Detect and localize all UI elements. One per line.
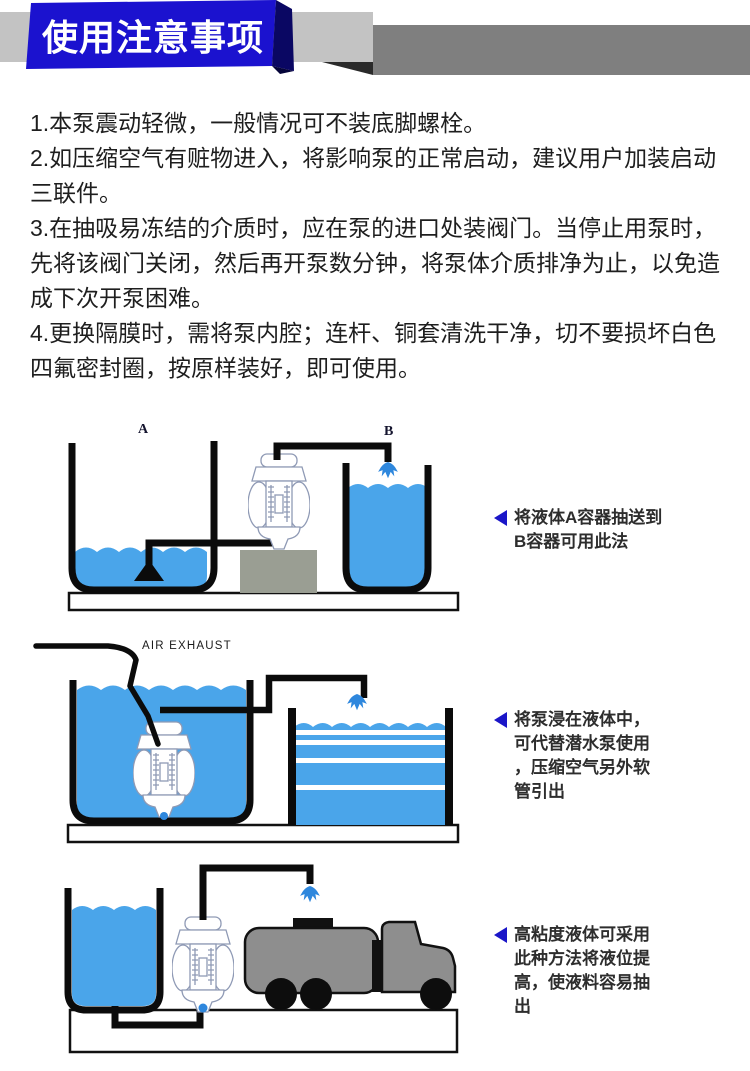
tank-b-water <box>348 484 428 588</box>
tank-a-label: A <box>138 422 149 437</box>
air-exhaust-label: AIR EXHAUST <box>142 640 232 652</box>
pump-icon <box>248 453 310 550</box>
suction-pipe <box>145 539 274 566</box>
tank-a <box>68 441 218 594</box>
tanker-truck <box>243 918 457 1010</box>
tank-a-water <box>75 547 207 589</box>
usage-notes: 1.本泵震动轻微，一般情况可不装底脚螺栓。 2.如压缩空气有赃物进入，将影响泵的… <box>30 106 732 386</box>
truck-hatch <box>293 918 333 928</box>
title-banner-fold <box>272 0 294 71</box>
tank-b-label: B <box>384 424 393 439</box>
note-item-4: 4.更换隔膜时，需将泵内腔；连杆、铜套清洗干净，切不要损坏白色四氟密封圈，按原样… <box>30 320 717 381</box>
truck-wheel <box>265 978 297 1010</box>
pump-icon <box>172 916 234 1013</box>
air-exhaust-hose <box>33 643 161 747</box>
suction-pipe <box>111 1003 204 1029</box>
caption-text: 高粘度液体可采用此种方法将液位提高，使液料容易抽出 <box>514 925 650 1016</box>
note-item-1: 1.本泵震动轻微，一般情况可不装底脚螺栓。 <box>30 110 487 136</box>
title-banner-fold-tip <box>272 66 294 74</box>
diagram-tanker-truck <box>64 864 459 1054</box>
note-item-2: 2.如压缩空气有赃物进入，将影响泵的正常启动，建议用户加装启动三联件。 <box>30 145 717 206</box>
title-banner <box>26 0 276 69</box>
base-platform <box>67 591 460 612</box>
supply-tank-water <box>72 906 156 1006</box>
caption-3: 高粘度液体可采用此种方法将液位提高，使液料容易抽出 <box>494 923 666 1019</box>
page-title: 使用注意事项 <box>41 17 264 58</box>
pump-inlet-ball <box>198 1003 208 1013</box>
supply-tank <box>64 888 164 1014</box>
header-ribbon <box>0 0 750 75</box>
caption-arrow-icon <box>494 510 507 526</box>
caption-1: 将液体A容器抽送到B容器可用此法 <box>494 506 666 554</box>
splash-icon <box>300 886 320 903</box>
pump-inlet-ball <box>160 812 168 820</box>
discharge-pipe <box>273 442 392 462</box>
discharge-pipe <box>160 674 368 714</box>
caption-arrow-icon <box>494 927 507 943</box>
receiving-tank-ripples <box>294 730 446 790</box>
discharge-pipe <box>199 864 314 920</box>
truck-wheel <box>420 978 452 1010</box>
immersion-tank <box>69 680 254 825</box>
ribbon-fold <box>322 62 373 75</box>
truck-wheel <box>300 978 332 1010</box>
suction-foot <box>134 560 164 581</box>
diagram-submerged-pump: AIR EXHAUST <box>33 640 460 844</box>
truck-cab <box>380 920 457 994</box>
ribbon-dark-band <box>373 25 750 75</box>
receiving-tank-right-post <box>445 708 453 825</box>
note-item-3: 3.在抽吸易冻结的介质时，应在泵的进口处装阀门。当停止用泵时，先将该阀门关闭，然… <box>30 215 720 311</box>
base-platform <box>66 823 460 844</box>
caption-text: 将液体A容器抽送到B容器可用此法 <box>514 508 663 551</box>
tank-b <box>342 463 432 594</box>
splash-icon <box>378 462 398 479</box>
receiving-tank-left-post <box>288 708 296 825</box>
pump-pedestal <box>240 550 317 593</box>
base-platform <box>68 1008 459 1054</box>
receiving-tank-water <box>294 723 446 825</box>
diagram-transfer-a-to-b: A B <box>67 422 460 612</box>
caption-2: 将泵浸在液体中，可代替潜水泵使用，压缩空气另外软管引出 <box>494 708 666 804</box>
caption-arrow-icon <box>494 712 507 728</box>
caption-text: 将泵浸在液体中，可代替潜水泵使用，压缩空气另外软管引出 <box>514 710 650 801</box>
